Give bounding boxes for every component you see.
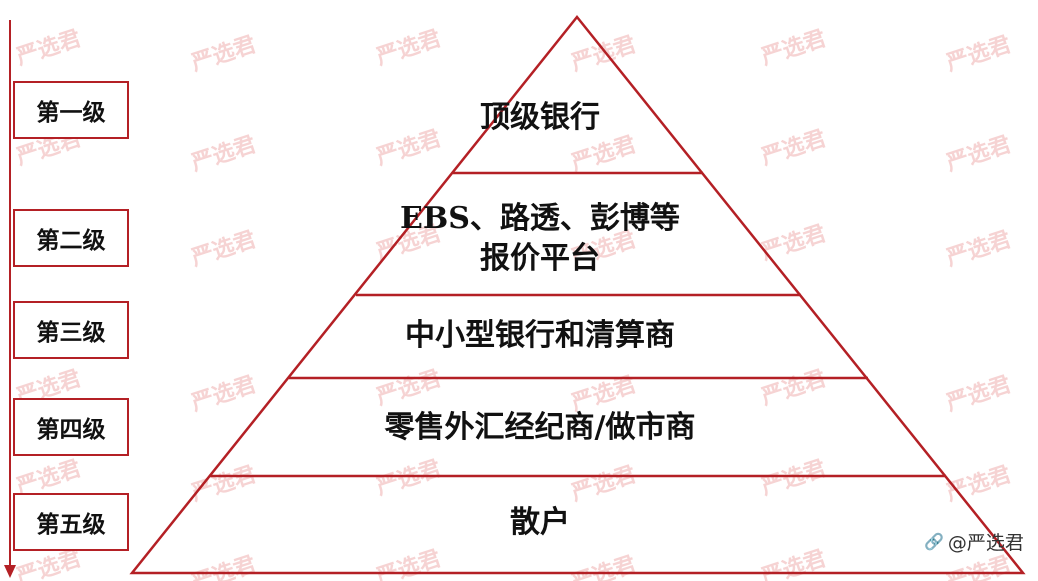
tier-label-5: 散户 [130,503,950,543]
level-box-3: 第三级 [13,301,129,359]
wechat-channel-icon: 🔗 [924,532,944,551]
credit-text: @严选君 [947,532,1024,554]
level-label: 第二级 [36,227,106,254]
tier-label-2: EBS、路透、彭博等 报价平台 [130,199,950,279]
level-label: 第一级 [36,99,106,126]
tier-line: 中小型银行和清算商 [405,318,675,353]
author-credit: 🔗 @严选君 [924,528,1024,555]
tier-label-4: 零售外汇经纪商/做市商 [130,408,950,448]
level-box-2: 第二级 [13,209,129,267]
tier-label-1: 顶级银行 [130,98,950,138]
tier-line: EBS、路透、彭博等 [400,201,680,236]
tier-label-3: 中小型银行和清算商 [130,316,950,356]
level-box-5: 第五级 [13,493,129,551]
tier-line: 散户 [510,505,570,540]
level-box-4: 第四级 [13,398,129,456]
tier-line: 顶级银行 [480,100,600,135]
tier-line-2: 报价平台 [480,241,600,276]
level-box-1: 第一级 [13,81,129,139]
level-label: 第三级 [36,319,106,346]
level-label: 第五级 [36,511,106,538]
level-arrow-head [4,565,16,578]
tier-line: 零售外汇经纪商/做市商 [384,410,696,445]
level-label: 第四级 [36,416,106,443]
